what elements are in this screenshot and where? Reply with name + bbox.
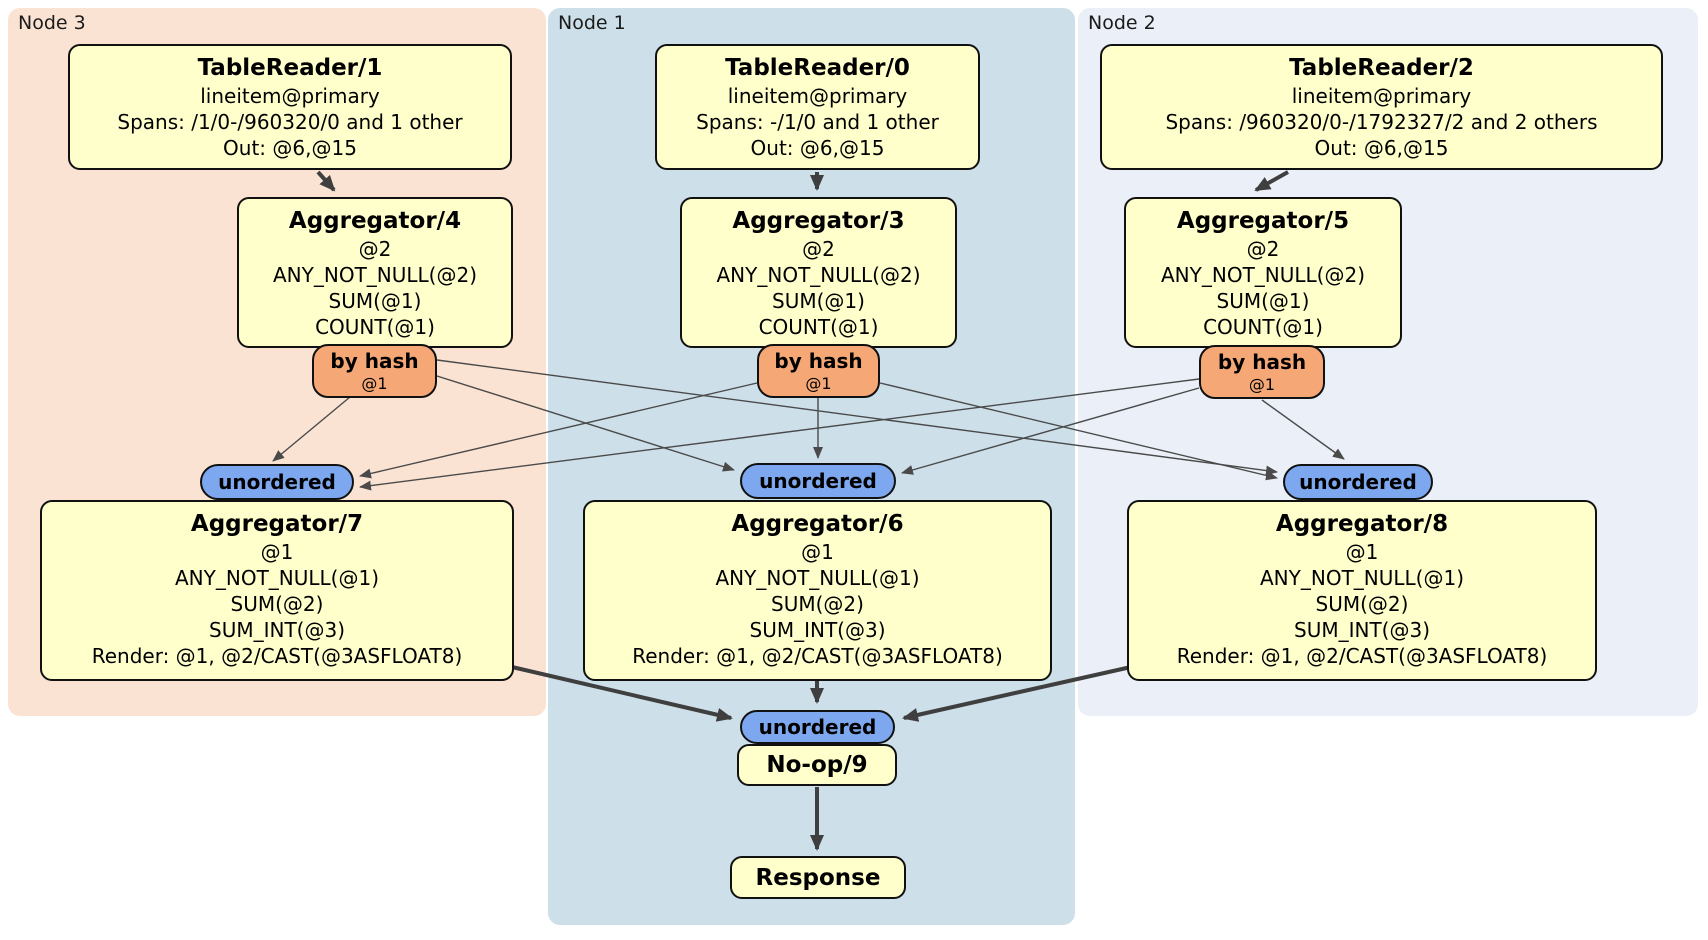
processor-aggregator-6: Aggregator/6 @1 ANY_NOT_NULL(@1) SUM(@2)…	[583, 500, 1052, 681]
edge-byhash1-unordered2	[879, 382, 1278, 481]
processor-detail: ANY_NOT_NULL(@1)	[715, 566, 920, 590]
processor-detail: @1	[260, 540, 294, 564]
processor-aggregator-7: Aggregator/7 @1 ANY_NOT_NULL(@1) SUM(@2)…	[40, 500, 514, 681]
processor-detail: SUM(@2)	[771, 592, 864, 616]
router-tag: @1	[1248, 375, 1276, 394]
processor-detail: COUNT(@1)	[1203, 315, 1323, 339]
sync-unordered-node1: unordered	[740, 463, 896, 499]
processor-title: Aggregator/6	[731, 511, 904, 537]
processor-aggregator-3: Aggregator/3 @2 ANY_NOT_NULL(@2) SUM(@1)…	[680, 197, 957, 348]
processor-tablereader-0: TableReader/0 lineitem@primary Spans: -/…	[655, 44, 980, 170]
processor-detail: Out: @6,@15	[223, 136, 357, 160]
processor-title: Aggregator/8	[1275, 511, 1449, 537]
processor-detail: SUM(@2)	[1315, 592, 1409, 616]
processor-detail: lineitem@primary	[200, 84, 380, 108]
processor-response: Response	[730, 856, 906, 899]
processor-detail: SUM_INT(@3)	[749, 618, 886, 642]
edge-tr1-agg4	[316, 170, 336, 192]
processor-aggregator-4: Aggregator/4 @2 ANY_NOT_NULL(@2) SUM(@1)…	[237, 197, 513, 348]
processor-title: Aggregator/7	[190, 511, 364, 537]
edge-agg7-unordered-final	[511, 665, 733, 722]
processor-title: TableReader/2	[1289, 55, 1474, 81]
sync-unordered-node3: unordered	[200, 464, 354, 500]
processor-detail: lineitem@primary	[727, 84, 908, 108]
processor-detail: @1	[1345, 540, 1379, 564]
processor-detail: ANY_NOT_NULL(@1)	[175, 566, 379, 590]
edge-byhash3-unordered3	[272, 396, 351, 462]
processor-detail: ANY_NOT_NULL(@2)	[1161, 263, 1365, 287]
processor-detail: ANY_NOT_NULL(@2)	[273, 263, 477, 287]
processor-aggregator-8: Aggregator/8 @1 ANY_NOT_NULL(@1) SUM(@2)…	[1127, 500, 1597, 681]
processor-detail: Spans: /1/0-/960320/0 and 1 other	[117, 110, 463, 134]
sync-unordered-final: unordered	[740, 710, 895, 744]
processor-detail: SUM(@1)	[328, 289, 422, 313]
processor-title: TableReader/1	[197, 55, 383, 81]
processor-tablereader-1: TableReader/1 lineitem@primary Spans: /1…	[68, 44, 512, 170]
region-label-node1: Node 1	[558, 12, 626, 34]
processor-detail: @2	[358, 237, 392, 261]
edge-byhash2-unordered3	[359, 378, 1200, 491]
processor-detail: Spans: -/1/0 and 1 other	[696, 110, 939, 134]
processor-aggregator-5: Aggregator/5 @2 ANY_NOT_NULL(@2) SUM(@1)…	[1124, 197, 1402, 348]
processor-detail: @1	[801, 540, 834, 564]
region-label-node2: Node 2	[1088, 12, 1156, 34]
processor-detail: SUM(@1)	[1216, 289, 1310, 313]
processor-detail: lineitem@primary	[1291, 84, 1472, 108]
edge-byhash1-unordered3	[359, 382, 758, 479]
processor-detail: Render: @1, @2/CAST(@3ASFLOAT8)	[1176, 644, 1548, 668]
processor-title: Response	[755, 865, 881, 891]
router-by-hash-node1: by hash @1	[757, 344, 880, 398]
processor-detail: COUNT(@1)	[315, 315, 435, 339]
router-label: by hash	[774, 349, 863, 373]
router-label: by hash	[330, 349, 419, 373]
edge-byhash2-unordered1	[901, 387, 1200, 475]
router-tag: @1	[361, 374, 388, 393]
processor-detail: SUM(@1)	[772, 289, 865, 313]
processor-detail: Render: @1, @2/CAST(@3ASFLOAT8)	[91, 644, 463, 668]
router-by-hash-node3: by hash @1	[312, 344, 437, 398]
edge-byhash2-unordered2	[1261, 399, 1345, 460]
sync-unordered-node2: unordered	[1283, 464, 1433, 500]
processor-title: Aggregator/3	[732, 208, 905, 234]
processor-detail: ANY_NOT_NULL(@1)	[1260, 566, 1464, 590]
router-tag: @1	[805, 374, 832, 393]
processor-title: Aggregator/4	[288, 208, 462, 234]
router-label: by hash	[1217, 350, 1307, 374]
processor-detail: Out: @6,@15	[1314, 136, 1449, 160]
region-label-node3: Node 3	[18, 12, 86, 34]
processor-detail: COUNT(@1)	[758, 315, 879, 339]
processor-detail: Spans: /960320/0-/1792327/2 and 2 others	[1165, 110, 1598, 134]
processor-detail: ANY_NOT_NULL(@2)	[716, 263, 921, 287]
processor-detail: @2	[802, 237, 835, 261]
processor-detail: @2	[1246, 237, 1280, 261]
processor-title: TableReader/0	[725, 55, 910, 81]
edge-byhash3-unordered2	[436, 359, 1278, 476]
processor-detail: Render: @1, @2/CAST(@3ASFLOAT8)	[632, 644, 1003, 668]
processor-detail: Out: @6,@15	[750, 136, 885, 160]
processor-tablereader-2: TableReader/2 lineitem@primary Spans: /9…	[1100, 44, 1663, 170]
processor-title: No-op/9	[766, 752, 868, 778]
router-by-hash-node2: by hash @1	[1199, 345, 1325, 399]
edge-tr2-agg5	[1254, 170, 1289, 192]
processor-noop-9: No-op/9	[737, 744, 897, 786]
processor-detail: SUM_INT(@3)	[209, 618, 345, 642]
processor-detail: SUM_INT(@3)	[1294, 618, 1430, 642]
processor-title: Aggregator/5	[1176, 208, 1350, 234]
processor-detail: SUM(@2)	[230, 592, 324, 616]
edge-agg8-unordered-final	[902, 665, 1132, 722]
